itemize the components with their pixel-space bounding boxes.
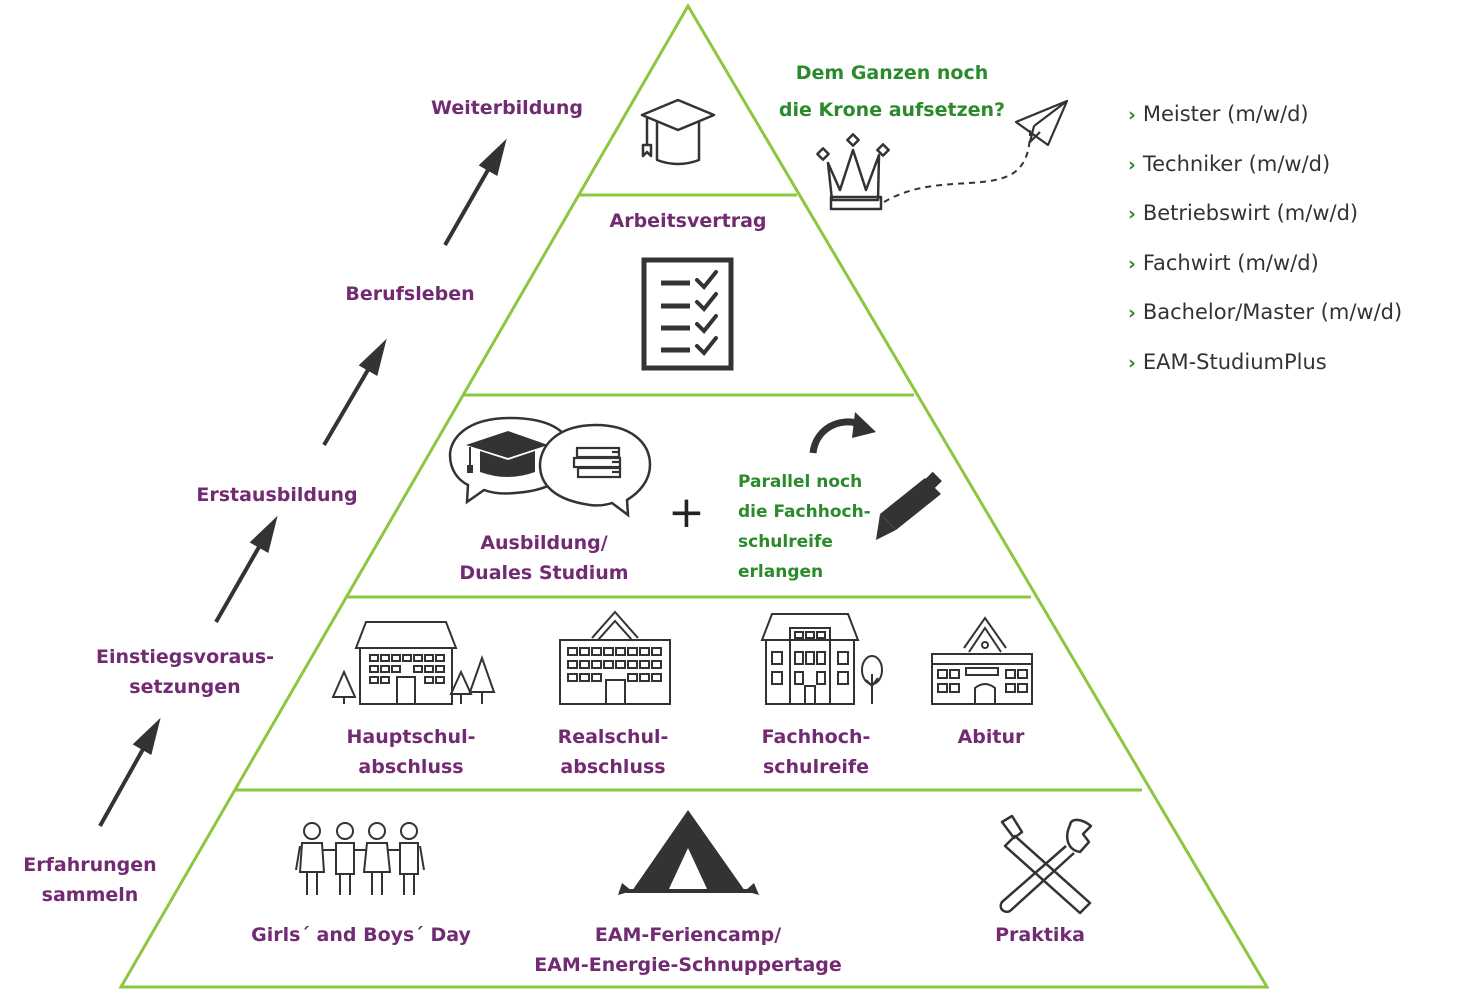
gymnasium-building-icon	[931, 616, 1033, 705]
chevron-right-icon: ›	[1128, 351, 1136, 374]
praktika-label: Praktika	[995, 920, 1085, 950]
label-line: abschluss	[560, 756, 666, 778]
list-item: › EAM-StudiumPlus	[1128, 343, 1402, 393]
chevron-right-icon: ›	[1128, 153, 1136, 176]
chevron-right-icon: ›	[1128, 104, 1136, 126]
title-line: Duales Studium	[459, 562, 629, 584]
label-line: schulreife	[762, 756, 870, 778]
label-line: Hauptschul-	[346, 726, 476, 748]
tools-icon	[999, 814, 1093, 915]
list-item-label: Fachwirt (m/w/d)	[1142, 250, 1319, 275]
girls-boys-day-label: Girls´ and Boys´ Day	[251, 920, 471, 950]
list-item: › Fachwirt (m/w/d)	[1128, 244, 1402, 294]
list-item: › Betriebswirt (m/w/d)	[1128, 194, 1402, 244]
list-item-label: EAM-StudiumPlus	[1142, 349, 1327, 374]
dashed-trail	[883, 129, 1031, 203]
step-weiterbildung: Weiterbildung	[431, 93, 583, 123]
graduation-cap-icon	[640, 98, 716, 166]
paper-plane-icon	[1014, 99, 1069, 147]
label-line: Abitur	[957, 726, 1025, 748]
hauptschulabschluss-label: Hauptschul- abschluss	[347, 722, 476, 782]
note-line: erlangen	[738, 562, 824, 582]
crown-callout: Dem Ganzen noch die Krone aufsetzen?	[779, 55, 1005, 129]
note-line: die Fachhoch-	[738, 502, 871, 522]
speech-bubble-books-icon	[538, 423, 652, 518]
pyramid-frame	[118, 3, 1270, 989]
children-group-icon	[295, 822, 425, 895]
label-line: Girls´ and Boys´ Day	[251, 924, 471, 946]
step-line: Weiterbildung	[431, 97, 583, 119]
level-ausbildung-title: Ausbildung/ Duales Studium	[459, 528, 628, 588]
callout-line: Dem Ganzen noch	[795, 62, 989, 84]
label-line: Praktika	[995, 924, 1085, 946]
arrow-icon	[443, 138, 507, 246]
further-training-list: › Meister (m/w/d) › Techniker (m/w/d) › Bet…	[1128, 95, 1402, 393]
speech-bubble-cap-icon	[448, 416, 574, 505]
curved-arrow-icon	[809, 412, 876, 454]
arrow-icon	[322, 338, 387, 447]
arrow-icon	[98, 717, 161, 827]
label-line: Realschul-	[557, 726, 669, 748]
note-line: schulreife	[738, 532, 833, 552]
realschulabschluss-label: Realschul- abschluss	[558, 722, 669, 782]
step-erstausbildung: Erstausbildung	[196, 480, 357, 510]
plus-sign: +	[668, 487, 705, 538]
level-arbeitsvertrag-title: Arbeitsvertrag	[609, 210, 767, 232]
college-building-icon	[760, 613, 883, 705]
step-line: Erstausbildung	[196, 484, 358, 506]
tent-icon	[618, 810, 759, 895]
label-line: Fachhoch-	[761, 726, 871, 748]
checklist-icon	[641, 257, 734, 371]
list-item: › Meister (m/w/d)	[1128, 95, 1402, 145]
list-item-label: Techniker (m/w/d)	[1142, 151, 1331, 176]
step-line: Einstiegsvoraus-	[95, 646, 275, 668]
label-line: EAM-Feriencamp/	[594, 924, 782, 946]
arrow-icon	[214, 515, 278, 623]
fachhochschulreife-note: Parallel noch die Fachhoch- schulreife e…	[738, 467, 871, 587]
callout-line: die Krone aufsetzen?	[778, 99, 1006, 121]
label-line: EAM-Energie-Schnuppertage	[534, 954, 842, 976]
chevron-right-icon: ›	[1128, 302, 1136, 325]
chevron-right-icon: ›	[1128, 252, 1136, 275]
step-einstieg: Einstiegsvoraus- setzungen	[96, 642, 274, 702]
fachhochschulreife-label: Fachhoch- schulreife	[762, 722, 871, 782]
step-line: Erfahrungen	[23, 854, 157, 876]
feriencamp-label: EAM-Feriencamp/ EAM-Energie-Schnuppertag…	[534, 920, 842, 980]
label-line: abschluss	[358, 756, 464, 778]
list-item-label: Bachelor/Master (m/w/d)	[1142, 300, 1403, 325]
progress-arrows	[98, 138, 507, 827]
school-with-trees-icon	[331, 621, 496, 705]
list-item-label: Betriebswirt (m/w/d)	[1142, 201, 1359, 226]
list-item: › Techniker (m/w/d)	[1128, 145, 1402, 195]
note-line: Parallel noch	[738, 472, 863, 492]
step-line: sammeln	[41, 884, 139, 906]
list-item-label: Meister (m/w/d)	[1142, 102, 1309, 126]
step-line: setzungen	[129, 676, 241, 698]
school-building-icon	[559, 610, 671, 705]
step-line: Berufsleben	[345, 283, 475, 305]
title-line: Ausbildung/	[480, 532, 608, 554]
list-item: › Bachelor/Master (m/w/d)	[1128, 293, 1402, 343]
step-erfahrungen: Erfahrungen sammeln	[23, 850, 156, 910]
abitur-label: Abitur	[958, 722, 1025, 752]
pencil-icon	[876, 471, 942, 540]
chevron-right-icon: ›	[1128, 203, 1136, 226]
step-berufsleben: Berufsleben	[345, 279, 474, 309]
crown-icon	[816, 133, 890, 211]
